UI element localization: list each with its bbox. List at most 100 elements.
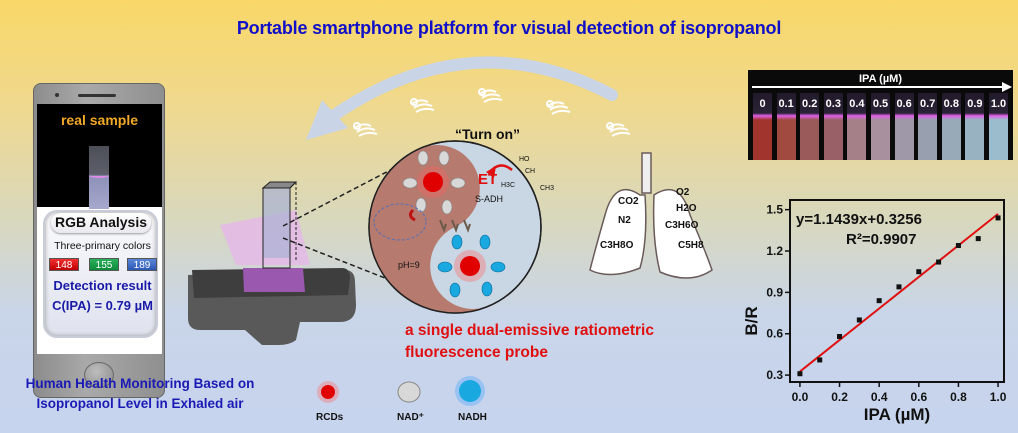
turn-on-label: “Turn on” — [455, 126, 521, 142]
nadh-icon — [459, 380, 481, 402]
caption-line: a single dual-emissive ratiometric — [405, 322, 654, 339]
vial-label: 0.3 — [825, 98, 841, 110]
nad-icon — [397, 381, 421, 403]
concentration-value: C(IPA) = 0.79 µM — [52, 298, 153, 313]
rcds-icon — [321, 385, 335, 399]
plot-frame — [789, 199, 1005, 383]
strip-arrow-icon — [752, 82, 1012, 92]
ipa-ho: HO — [519, 156, 530, 163]
home-button[interactable] — [84, 362, 114, 388]
arrow-head-icon — [306, 100, 348, 140]
data-point — [995, 215, 1001, 221]
vial — [894, 93, 914, 160]
data-point — [896, 284, 902, 290]
vial-label: 0.9 — [967, 98, 983, 110]
vial — [776, 93, 796, 160]
caption-line: Isopropanol Level in Exhaled air — [36, 396, 244, 411]
lung-gas: C5H8 — [678, 240, 704, 251]
detection-result-label: Detection result — [53, 278, 152, 293]
red-value: 148 — [49, 258, 79, 271]
vial-label: 1.0 — [990, 98, 1007, 110]
legend-rcds: RCDs — [316, 412, 344, 423]
x-tick-label: 0.0 — [792, 390, 809, 404]
camera-icon — [55, 93, 59, 97]
data-point — [837, 334, 843, 339]
wind-icon — [478, 88, 503, 103]
wind-icon — [410, 98, 435, 113]
rcd-particle — [423, 172, 443, 192]
x-tick-label: 0.6 — [910, 390, 927, 404]
ipa-ch3: CH3 — [540, 185, 555, 192]
vial — [753, 93, 772, 160]
vial-label: 0.6 — [896, 98, 912, 110]
data-point — [916, 269, 922, 275]
strip-title: IPA (µM) — [859, 73, 902, 85]
blue-value: 189 — [127, 258, 157, 271]
wind-icon — [546, 100, 571, 115]
et-label: ET — [478, 171, 498, 188]
rgb-analysis-panel: RGB Analysis Three-primary colors 148 15… — [43, 210, 158, 338]
vial — [989, 93, 1008, 160]
ipa-ch: CH — [525, 168, 536, 175]
vial-label: 0.1 — [778, 98, 794, 110]
smartphone: real sample RGB Analysis Three-primary c… — [33, 83, 165, 398]
lung-gas: H2O — [676, 203, 697, 214]
lungs-illustration — [589, 152, 713, 279]
lung-gas: C3H6O — [665, 220, 699, 231]
fit-line — [799, 213, 999, 373]
ipa-h3c: H3C — [501, 182, 516, 189]
lung-gas: N2 — [618, 215, 631, 226]
data-point — [856, 317, 862, 323]
curved-arrow-icon — [324, 56, 618, 124]
rgb-title-box[interactable]: RGB Analysis — [51, 213, 151, 233]
phone-screen: real sample RGB Analysis Three-primary c… — [37, 104, 162, 354]
lung-gas: CO2 — [618, 196, 639, 207]
enzyme-label: S-ADH — [475, 194, 504, 204]
lung-gas: O2 — [676, 187, 690, 198]
vial — [871, 93, 890, 160]
x-tick-label: 1.0 — [990, 390, 1007, 404]
lung-gas: C3H8O — [600, 240, 634, 251]
y-axis-title: B/R — [742, 306, 761, 335]
data-point — [936, 259, 942, 265]
ph-label: pH=9 — [398, 260, 420, 270]
real-sample-label: real sample — [60, 112, 139, 128]
health-monitoring-caption: Human Health Monitoring Based on Isoprop… — [20, 374, 260, 414]
x-tick-label: 0.4 — [871, 390, 888, 404]
vial — [847, 93, 867, 160]
sample-meniscus — [89, 173, 109, 178]
rcd-particle — [460, 256, 480, 276]
caption-line: Human Health Monitoring Based on — [25, 376, 255, 391]
vial-label: 0.4 — [849, 98, 865, 110]
vial-label: 0.7 — [920, 98, 936, 110]
wind-icon — [606, 122, 631, 137]
data-point — [876, 298, 882, 304]
probe-caption: a single dual-emissive ratiometric fluor… — [405, 320, 654, 364]
data-point — [797, 371, 803, 377]
green-value: 155 — [89, 258, 119, 271]
fit-equation: y=1.1439x+0.3256 — [796, 211, 922, 228]
three-primary-label: Three-primary colors — [54, 240, 151, 252]
vial — [800, 93, 820, 160]
x-axis-title: IPA (µM) — [864, 405, 930, 424]
zoom-line — [282, 237, 391, 281]
data-point — [817, 357, 823, 363]
vial — [823, 93, 843, 160]
vial — [941, 93, 961, 160]
y-tick-label: 1.2 — [766, 244, 783, 258]
data-point — [975, 236, 981, 242]
caption-line: fluorescence probe — [405, 344, 548, 361]
data-point — [955, 243, 961, 248]
zoom-line — [282, 164, 401, 227]
page-title: Portable smartphone platform for visual … — [236, 18, 782, 38]
y-tick-label: 1.5 — [766, 203, 783, 217]
y-tick-label: 0.3 — [766, 368, 783, 382]
vial — [918, 93, 938, 160]
vial — [965, 93, 985, 160]
rgb-title: RGB Analysis — [54, 214, 148, 230]
legend-nad: NAD⁺ — [397, 412, 424, 423]
vial-label: 0.5 — [872, 98, 889, 110]
